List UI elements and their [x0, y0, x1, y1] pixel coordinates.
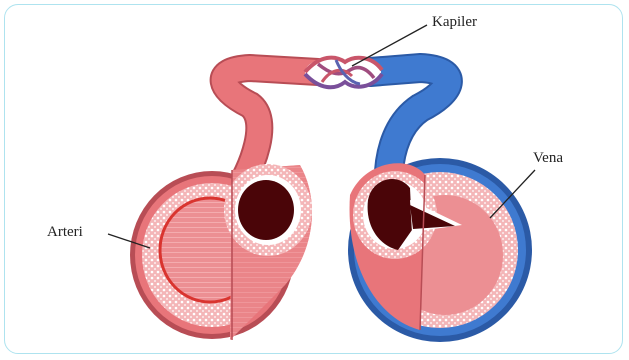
vein-cross-section — [348, 158, 532, 342]
artery-cross-section — [130, 164, 312, 340]
vein-label: Vena — [533, 151, 563, 166]
artery-label: Arteri — [47, 225, 83, 240]
capillary-label: Kapiler — [432, 15, 477, 30]
capillary-bed — [305, 56, 382, 88]
